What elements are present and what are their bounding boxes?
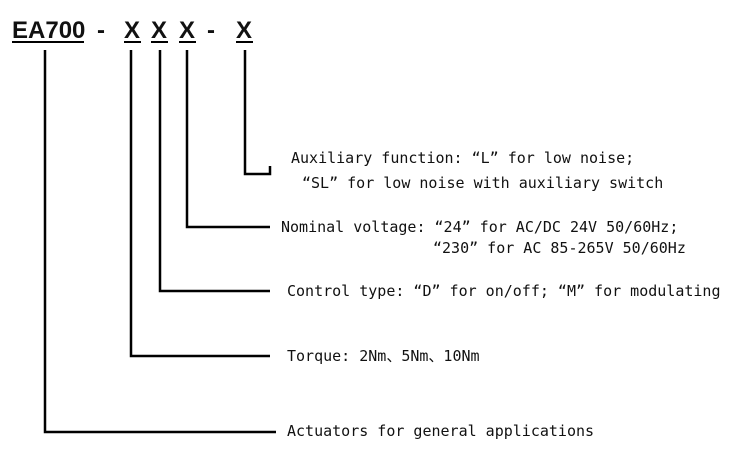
model-code: EA700 - X X X - X <box>12 17 253 44</box>
leader-line-actuators <box>43 50 276 434</box>
leader-line-control-type <box>158 50 270 293</box>
voltage-description-line-1: Nominal voltage: “24” for AC/DC 24V 50/6… <box>281 218 678 236</box>
auxiliary-description-line-1: Auxiliary function: “L” for low noise; <box>291 149 634 167</box>
actuators-description: Actuators for general applications <box>287 422 594 440</box>
model-prefix: EA700 <box>12 17 85 44</box>
separator-dash-2: - <box>207 17 215 44</box>
code-segment-torque: X <box>124 17 140 44</box>
control-type-description: Control type: “D” for on/off; “M” for mo… <box>287 282 720 300</box>
leader-line-voltage <box>185 50 270 229</box>
code-segment-auxiliary: X <box>236 17 252 44</box>
separator-dash-1: - <box>97 17 105 44</box>
torque-description: Torque: 2Nm、5Nm、10Nm <box>287 347 480 365</box>
voltage-description-line-2: “230” for AC 85-265V 50/60Hz <box>433 239 686 257</box>
auxiliary-description-line-2: “SL” for low noise with auxiliary switch <box>302 174 663 192</box>
code-segment-control-type: X <box>151 17 167 44</box>
code-segment-voltage: X <box>179 17 195 44</box>
leader-line-torque <box>129 50 270 358</box>
leader-line-auxiliary <box>243 50 272 176</box>
